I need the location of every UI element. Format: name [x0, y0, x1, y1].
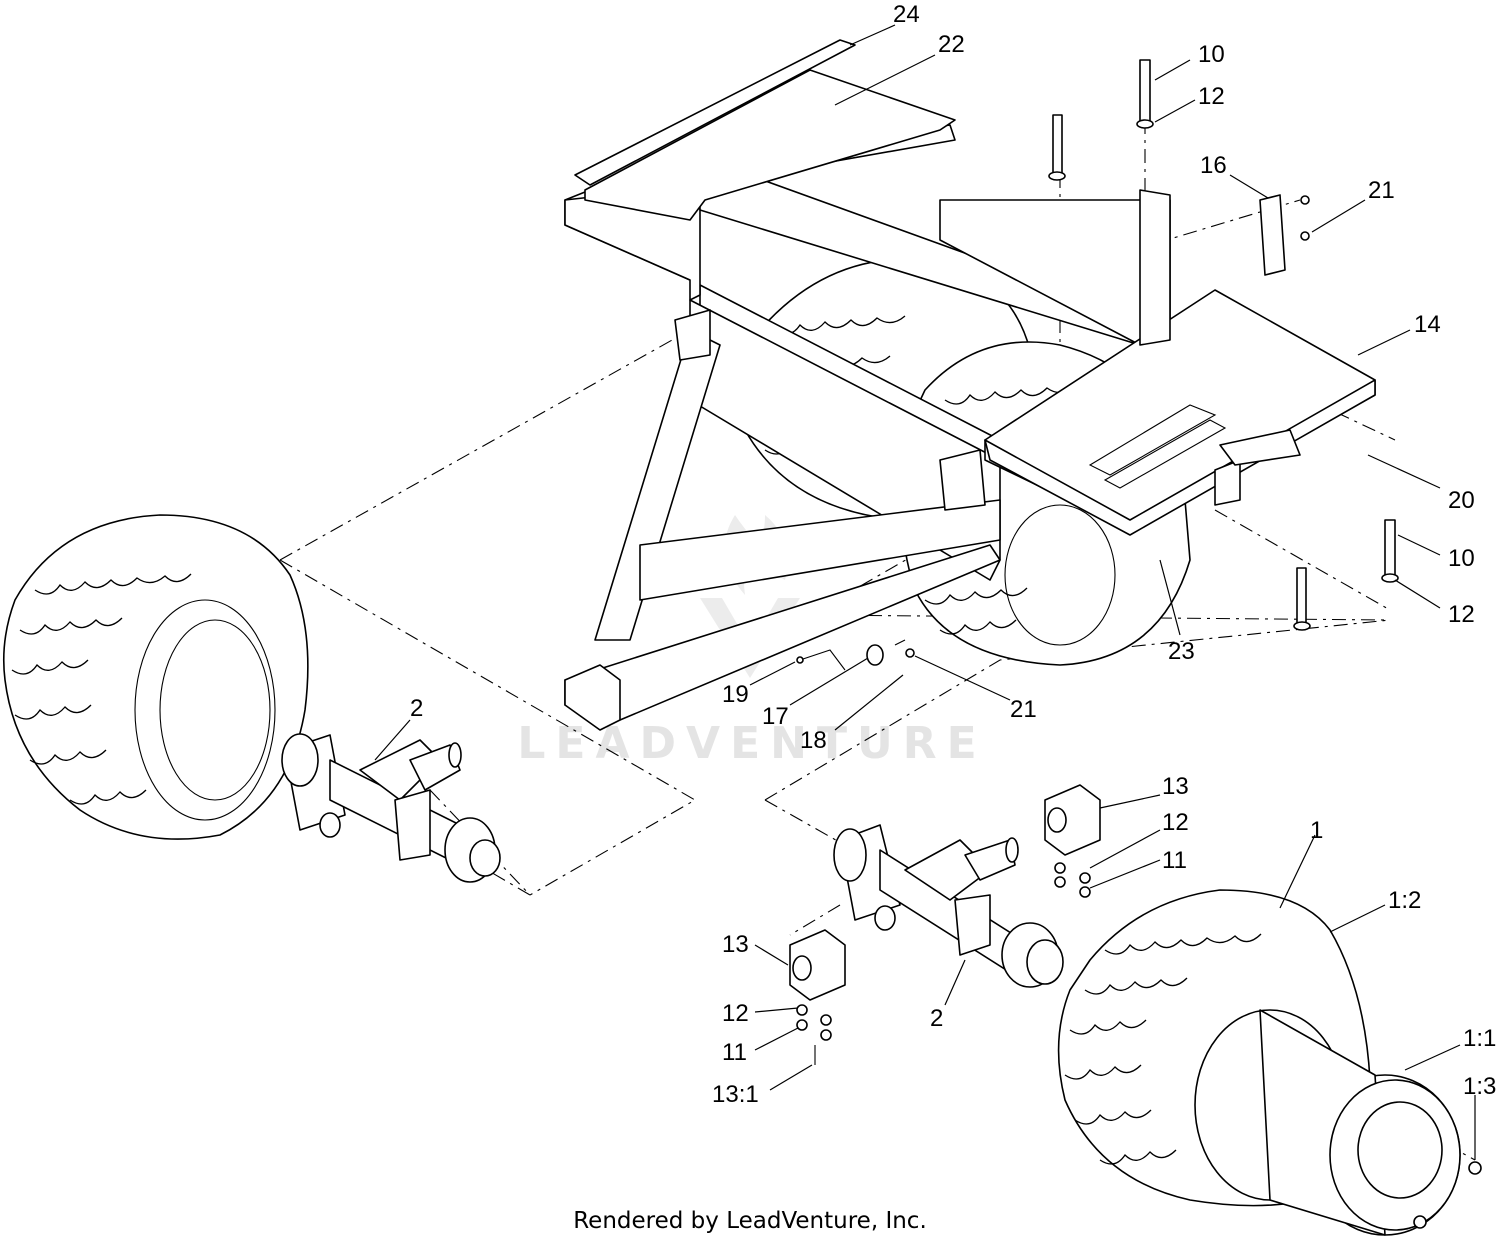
callout-22: 22 — [938, 31, 965, 58]
callout-13: 13 — [1162, 773, 1189, 800]
callout-12c: 12 — [1162, 809, 1189, 836]
callouts: 24 22 10 12 16 21 14 20 10 12 23 19 17 1… — [410, 1, 1496, 1108]
wheel-left — [2, 514, 309, 840]
render-credit: Rendered by LeadVenture, Inc. — [573, 1208, 927, 1234]
hitch-pin-parts — [796, 639, 915, 671]
axle-right — [789, 784, 1101, 1065]
deck-plate — [574, 39, 956, 221]
callout-10b: 10 — [1448, 545, 1475, 572]
callout-1-2: 1:2 — [1388, 887, 1421, 914]
callout-1-3: 1:3 — [1463, 1073, 1496, 1100]
callout-24: 24 — [893, 1, 920, 28]
watermark-text: LEADVENTURE — [517, 718, 986, 769]
axle-left — [281, 733, 501, 883]
leader-lines — [374, 24, 1476, 1160]
callout-21b: 21 — [1010, 696, 1037, 723]
callout-19: 19 — [722, 681, 749, 708]
callout-10: 10 — [1198, 41, 1225, 68]
bolts-top — [1048, 59, 1399, 631]
wheel-right — [1057, 889, 1482, 1236]
callout-12b: 12 — [1448, 601, 1475, 628]
callout-13-1: 13:1 — [712, 1081, 759, 1108]
callout-2: 2 — [410, 695, 423, 722]
callout-11: 11 — [1162, 847, 1187, 874]
callout-14: 14 — [1414, 311, 1441, 338]
callout-17: 17 — [762, 703, 789, 730]
callout-12: 12 — [1198, 83, 1225, 110]
callout-23: 23 — [1168, 638, 1195, 665]
callout-1: 1 — [1310, 817, 1323, 844]
callout-21: 21 — [1368, 177, 1395, 204]
callout-20: 20 — [1448, 487, 1475, 514]
callout-11b: 11 — [722, 1039, 747, 1066]
callout-2b: 2 — [930, 1005, 943, 1032]
callout-1-1: 1:1 — [1463, 1025, 1496, 1052]
callout-16: 16 — [1200, 152, 1227, 179]
callout-13b: 13 — [722, 931, 749, 958]
callout-12d: 12 — [722, 1000, 749, 1027]
callout-18: 18 — [800, 727, 827, 754]
trailer-frame — [564, 124, 1376, 731]
